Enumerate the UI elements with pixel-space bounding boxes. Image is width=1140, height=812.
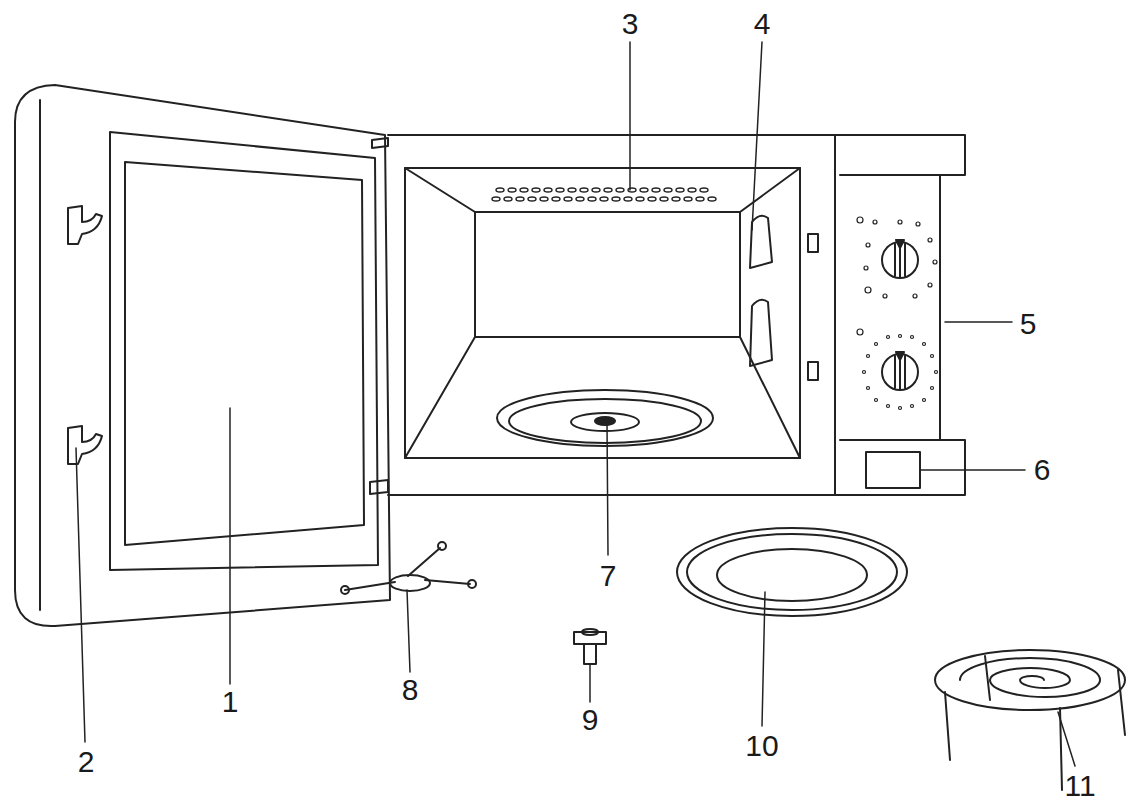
callout-number: 10 — [745, 731, 778, 761]
turntable-shaft — [595, 417, 615, 425]
callout-number: 4 — [754, 9, 771, 39]
door-lock-slot — [808, 362, 818, 380]
coupler — [574, 629, 606, 664]
turntable-base-inner — [509, 399, 701, 443]
cavity-back-wall — [475, 212, 740, 337]
knob-scale — [857, 329, 938, 410]
door-release-button — [866, 452, 920, 488]
callout-number: 2 — [78, 747, 95, 777]
glass-tray — [677, 528, 907, 616]
callout-number: 3 — [622, 9, 639, 39]
callout-number: 9 — [582, 705, 599, 735]
door-window — [125, 162, 364, 545]
door-edge — [39, 100, 41, 610]
turntable-shaft-ring — [571, 413, 639, 431]
roller-ring — [341, 542, 476, 594]
turntable-base — [497, 390, 713, 446]
leader-lines — [76, 42, 1075, 766]
control-panel — [835, 135, 965, 495]
cavity-corner-lines — [405, 168, 800, 458]
knob-pointer — [896, 352, 904, 360]
waveguide-cover — [750, 216, 772, 268]
door-hook — [68, 426, 102, 464]
control-panel-edge — [840, 175, 940, 440]
waveguide-cover — [750, 300, 772, 366]
callout-number: 8 — [402, 675, 419, 705]
callout-number: 6 — [1034, 455, 1051, 485]
door-inner-frame — [110, 132, 378, 570]
oven-body — [388, 135, 835, 495]
knob-pointer — [896, 240, 904, 248]
cavity-opening — [405, 168, 800, 458]
knob-scale — [857, 217, 937, 298]
door-hinge — [370, 480, 388, 494]
door-hook — [68, 206, 102, 244]
callout-number: 7 — [600, 561, 617, 591]
door-lock-slot — [808, 234, 818, 252]
grill-rack — [935, 650, 1125, 790]
callout-number: 5 — [1020, 309, 1037, 339]
door-outline — [15, 85, 390, 626]
callout-number: 1 — [222, 687, 239, 717]
door-hinge — [372, 138, 388, 148]
vent-holes — [492, 188, 716, 201]
callout-number: 11 — [1064, 771, 1095, 801]
